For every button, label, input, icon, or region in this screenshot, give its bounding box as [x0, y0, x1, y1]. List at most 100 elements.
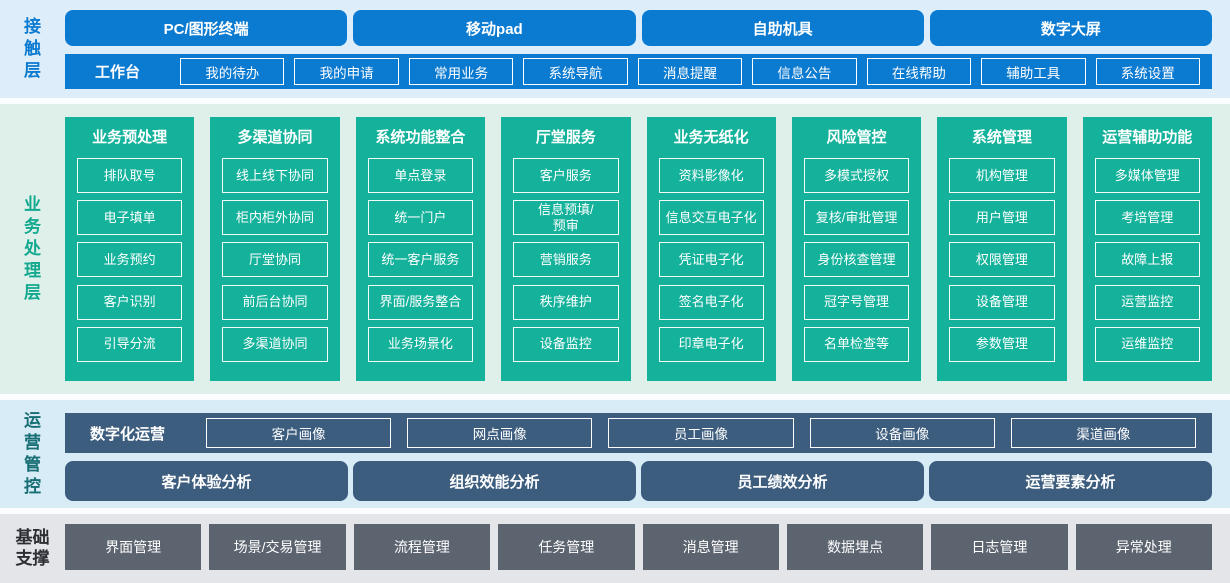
item-multimedia-mgmt: 多媒体管理	[1094, 158, 1200, 194]
business-columns: 业务预处理 排队取号 电子填单 业务预约 客户识别 引导分流 多渠道协同 线上线…	[65, 117, 1212, 381]
item-signature-electronic: 签名电子化	[658, 284, 764, 320]
workbench-item-my-applications: 我的申请	[294, 58, 399, 85]
column-multichannel-collaboration: 多渠道协同 线上线下协同 柜内柜外协同 厅堂协同 前后台协同 多渠道协同	[210, 117, 340, 381]
column-items: 多模式授权 复核/审批管理 身份核查管理 冠字号管理 名单检查等	[803, 151, 910, 369]
analysis-row: 客户体验分析 组织效能分析 员工绩效分析 运营要素分析	[65, 461, 1212, 501]
terminal-pc: PC/图形终端	[65, 10, 348, 46]
foundation-ui-mgmt: 界面管理	[65, 524, 202, 570]
column-hall-service: 厅堂服务 客户服务 信息预填/ 预审 营销服务 秩序维护 设备监控	[501, 117, 631, 381]
item-single-sign-on: 单点登录	[367, 158, 474, 194]
item-organization-mgmt: 机构管理	[949, 158, 1055, 194]
terminal-big-screen: 数字大屏	[929, 10, 1212, 46]
foundation-data-tracking: 数据埋点	[786, 524, 924, 570]
foundation-row: 界面管理 场景/交易管理 流程管理 任务管理 消息管理 数据埋点 日志管理 异常…	[65, 524, 1212, 570]
portrait-device: 设备画像	[809, 418, 995, 448]
analysis-customer-experience: 客户体验分析	[65, 461, 348, 501]
contact-layer-label: 接触层	[24, 16, 41, 81]
contact-layer-content: PC/图形终端 移动pad 自助机具 数字大屏 工作台 我的待办 我的申请 常用…	[65, 0, 1230, 98]
business-layer-label: 业务处理层	[24, 194, 41, 303]
item-marketing-service: 营销服务	[513, 242, 619, 278]
item-front-back-collab: 前后台协同	[222, 284, 328, 320]
column-title: 多渠道协同	[237, 129, 313, 146]
item-permission-mgmt: 权限管理	[949, 242, 1055, 278]
item-voucher-electronic: 凭证电子化	[658, 242, 764, 278]
column-system-function-integration: 系统功能整合 单点登录 统一门户 统一客户服务 界面/服务整合 业务场景化	[355, 117, 486, 381]
column-items: 排队取号 电子填单 业务预约 客户识别 引导分流	[77, 151, 183, 369]
workbench-item-aux-tools: 辅助工具	[981, 58, 1086, 85]
foundation-log-mgmt: 日志管理	[931, 524, 1068, 570]
column-items: 线上线下协同 柜内柜外协同 厅堂协同 前后台协同 多渠道协同	[222, 151, 328, 369]
analysis-employee-performance: 员工绩效分析	[641, 461, 924, 501]
item-ui-service-integration: 界面/服务整合	[367, 284, 474, 320]
business-layer-content: 业务预处理 排队取号 电子填单 业务预约 客户识别 引导分流 多渠道协同 线上线…	[65, 104, 1230, 394]
business-layer-label-column: 业务处理层	[0, 104, 65, 394]
item-review-approval-mgmt: 复核/审批管理	[803, 200, 910, 236]
terminal-row: PC/图形终端 移动pad 自助机具 数字大屏	[65, 10, 1212, 46]
foundation-exception-handling: 异常处理	[1075, 524, 1212, 570]
foundation-layer-label-column: 基础支撑	[0, 514, 65, 583]
analysis-organization-efficiency: 组织效能分析	[353, 461, 636, 501]
item-ops-maintenance-monitoring: 运维监控	[1094, 326, 1200, 362]
foundation-layer-label: 基础支撑	[15, 528, 50, 568]
foundation-scene-transaction-mgmt: 场景/交易管理	[209, 524, 346, 570]
item-order-maintenance: 秩序维护	[513, 284, 619, 320]
column-title: 业务预处理	[92, 129, 168, 146]
column-title: 风险管控	[826, 129, 887, 146]
item-electronic-form: 电子填单	[77, 200, 183, 236]
item-identity-verification-mgmt: 身份核查管理	[803, 242, 910, 278]
item-online-offline-collab: 线上线下协同	[222, 158, 328, 194]
contact-layer-label-column: 接触层	[0, 0, 65, 98]
item-serial-number-mgmt: 冠字号管理	[803, 284, 910, 320]
item-user-mgmt: 用户管理	[949, 200, 1055, 236]
item-document-imaging: 资料影像化	[658, 158, 764, 194]
foundation-process-mgmt: 流程管理	[353, 524, 491, 570]
item-unified-customer-service: 统一客户服务	[367, 242, 474, 278]
portrait-employee: 员工画像	[608, 418, 794, 448]
item-operation-monitoring: 运营监控	[1094, 284, 1200, 320]
digital-operations-label: 数字化运营	[89, 425, 165, 443]
item-business-appointment: 业务预约	[77, 242, 183, 278]
item-hall-collab: 厅堂协同	[222, 242, 328, 278]
item-counter-collab: 柜内柜外协同	[222, 200, 328, 236]
item-multimode-authorization: 多模式授权	[803, 158, 910, 194]
column-items: 单点登录 统一门户 统一客户服务 界面/服务整合 业务场景化	[367, 151, 474, 369]
workbench-label: 工作台	[94, 64, 140, 81]
item-device-mgmt: 设备管理	[949, 284, 1055, 320]
workbench-item-todo: 我的待办	[180, 58, 285, 85]
workbench-item-system-settings: 系统设置	[1095, 58, 1200, 85]
item-guided-diversion: 引导分流	[77, 326, 183, 362]
column-risk-control: 风险管控 多模式授权 复核/审批管理 身份核查管理 冠字号管理 名单检查等	[791, 117, 922, 381]
contact-layer-band: 接触层 PC/图形终端 移动pad 自助机具 数字大屏 工作台 我的待办 我的申…	[0, 0, 1230, 98]
analysis-operation-elements: 运营要素分析	[929, 461, 1212, 501]
column-title: 系统管理	[971, 129, 1032, 146]
column-title: 厅堂服务	[535, 129, 596, 146]
foundation-layer-content: 界面管理 场景/交易管理 流程管理 任务管理 消息管理 数据埋点 日志管理 异常…	[65, 514, 1230, 583]
item-parameter-mgmt: 参数管理	[949, 326, 1055, 362]
item-customer-identification: 客户识别	[77, 284, 183, 320]
column-title: 系统功能整合	[375, 129, 466, 146]
column-operation-auxiliary: 运营辅助功能 多媒体管理 考培管理 故障上报 运营监控 运维监控	[1082, 117, 1212, 381]
operations-layer-label-column: 运营管控	[0, 400, 65, 508]
workbench-item-common-business: 常用业务	[408, 58, 514, 85]
workbench-item-online-help: 在线帮助	[866, 58, 972, 85]
portrait-branch: 网点画像	[407, 418, 593, 448]
column-items: 机构管理 用户管理 权限管理 设备管理 参数管理	[949, 151, 1055, 369]
column-paperless-business: 业务无纸化 资料影像化 信息交互电子化 凭证电子化 签名电子化 印章电子化	[646, 117, 776, 381]
digital-operations-bar: 数字化运营 客户画像 网点画像 员工画像 设备画像 渠道画像	[65, 413, 1212, 453]
portrait-customer: 客户画像	[206, 418, 392, 448]
item-customer-service: 客户服务	[513, 158, 619, 194]
workbench-item-system-nav: 系统导航	[523, 58, 628, 85]
operations-layer-band: 运营管控 数字化运营 客户画像 网点画像 员工画像 设备画像 渠道画像 客户体验…	[0, 400, 1230, 508]
portrait-channel: 渠道画像	[1010, 418, 1197, 448]
item-multichannel-collab: 多渠道协同	[222, 326, 328, 362]
column-system-management: 系统管理 机构管理 用户管理 权限管理 设备管理 参数管理	[937, 117, 1067, 381]
foundation-message-mgmt: 消息管理	[642, 524, 779, 570]
workbench-bar: 工作台 我的待办 我的申请 常用业务 系统导航 消息提醒 信息公告 在线帮助 辅…	[65, 54, 1212, 89]
column-items: 多媒体管理 考培管理 故障上报 运营监控 运维监控	[1094, 151, 1200, 369]
foundation-layer-band: 基础支撑 界面管理 场景/交易管理 流程管理 任务管理 消息管理 数据埋点 日志…	[0, 514, 1230, 583]
foundation-task-mgmt: 任务管理	[498, 524, 635, 570]
operations-layer-content: 数字化运营 客户画像 网点画像 员工画像 设备画像 渠道画像 客户体验分析 组织…	[65, 400, 1230, 508]
item-info-prefill-preaudit: 信息预填/ 预审	[513, 200, 619, 236]
item-list-check: 名单检查等	[803, 326, 910, 362]
item-unified-portal: 统一门户	[367, 200, 474, 236]
